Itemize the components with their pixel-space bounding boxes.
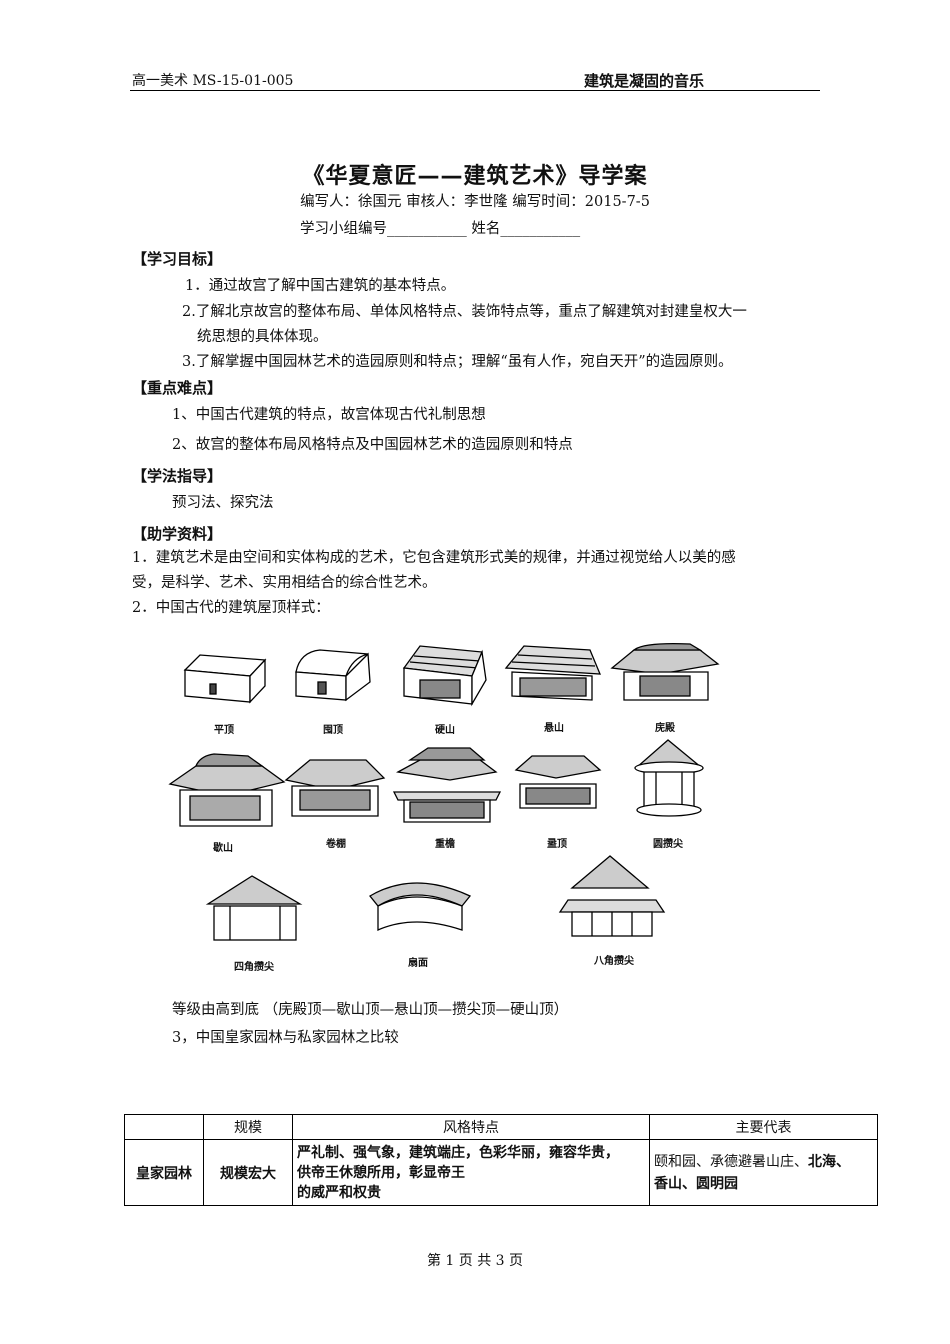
table-header-cell: 风格特点 — [292, 1114, 650, 1140]
key-point-2: 2、故宫的整体布局风格特点及中国园林艺术的造园原则和特点 — [172, 437, 573, 453]
caption-gable-hip: 歇山 — [213, 843, 233, 854]
page-title: 《华夏意匠——建筑艺术》导学案 — [302, 164, 648, 189]
style-line-1: 严礼制、强气象，建筑端庄，色彩华丽，雍容华贵， — [297, 1144, 619, 1161]
ref-1-line-1: 1．建筑艺术是由空间和实体构成的艺术，它包含建筑形式美的规律，并通过视觉给人以美… — [132, 550, 736, 566]
row-name: 皇家园林 — [124, 1139, 204, 1206]
rep-part-a: 颐和园、承德避暑山庄、 — [654, 1153, 808, 1170]
caption-round-pyramidal: 圆攒尖 — [653, 839, 683, 850]
flat-roof-drawing — [183, 654, 267, 704]
author-line: 编写人：徐国元 审核人：李世隆 编写时间：2015-7-5 — [300, 194, 650, 210]
header-motto: 建筑是凝固的音乐 — [584, 72, 705, 90]
ref-1-line-2: 受，是科学、艺术、实用相结合的综合性艺术。 — [132, 575, 437, 591]
barrel-roof-drawing — [295, 649, 371, 702]
header-rule — [130, 90, 820, 91]
table-header-cell — [124, 1114, 204, 1140]
caption-octagonal-pyramidal: 八角攒尖 — [594, 956, 634, 967]
overhanging-gable-roof-drawing — [504, 645, 602, 701]
gable-hip-roof-drawing — [168, 753, 286, 827]
section-ref-title: 【助学资料】 — [132, 525, 223, 543]
rep-part-b: 北海、 — [808, 1153, 850, 1170]
caption-round-ridge: 卷棚 — [326, 839, 346, 850]
ref-2: 2．中国古代的建筑屋顶样式： — [132, 600, 330, 616]
caption-hip-roof: 庑殿 — [655, 723, 675, 734]
section-key-title: 【重点难点】 — [132, 379, 223, 397]
caption-barrel-roof: 囤顶 — [323, 725, 343, 736]
section-goals-title: 【学习目标】 — [132, 250, 223, 268]
style-line-2: 供帝王休憩所用，彰显帝王 — [297, 1164, 465, 1181]
row-style: 严礼制、强气象，建筑端庄，色彩华丽，雍容华贵， 供帝王休憩所用，彰显帝王 的威严… — [292, 1139, 650, 1206]
octagonal-pyramidal-roof-drawing — [558, 855, 666, 937]
caption-square-pyramidal: 四角攒尖 — [234, 962, 274, 973]
section-method-title: 【学法指导】 — [132, 467, 223, 485]
page-footer: 第 1 页 共 3 页 — [426, 1253, 524, 1269]
round-ridge-roof-drawing — [284, 759, 386, 817]
caption-fan-shaped: 扇面 — [408, 958, 428, 969]
table-header-cell: 主要代表 — [649, 1114, 878, 1140]
fan-shaped-roof-drawing — [369, 882, 472, 931]
hip-roof-drawing — [610, 642, 720, 701]
group-name-line: 学习小组编号___________ 姓名___________ — [300, 221, 581, 237]
table-header-cell: 规模 — [203, 1114, 293, 1140]
caption-flat-roof: 平顶 — [214, 725, 234, 736]
double-eave-roof-drawing — [392, 747, 502, 823]
caption-hard-gable: 硬山 — [435, 725, 455, 736]
goal-1: 1．通过故宫了解中国古建筑的基本特点。 — [185, 278, 456, 294]
row-representatives: 颐和园、承德避暑山庄、北海、 香山、圆明园 — [649, 1139, 878, 1206]
goal-2-line-2: 统思想的具体体现。 — [197, 329, 328, 345]
garden-comparison-table: 规模 风格特点 主要代表 皇家园林 规模宏大 严礼制、强气象，建筑端庄，色彩华丽… — [124, 1114, 878, 1206]
square-pyramidal-roof-drawing — [205, 875, 303, 941]
truncated-hip-roof-drawing — [514, 755, 602, 809]
style-line-3: 的威严和权贵 — [297, 1184, 381, 1201]
method-text: 预习法、探究法 — [172, 495, 274, 511]
ref-3: 3，中国皇家园林与私家园林之比较 — [172, 1030, 399, 1046]
goal-2-line-1: 2.了解北京故宫的整体布局、单体风格特点、装饰特点等，重点了解建筑对封建皇权大一 — [182, 304, 747, 320]
rep-part-c: 香山、圆明园 — [654, 1175, 738, 1192]
table-row: 皇家园林 规模宏大 严礼制、强气象，建筑端庄，色彩华丽，雍容华贵， 供帝王休憩所… — [124, 1139, 878, 1206]
caption-double-eave: 重檐 — [435, 839, 455, 850]
table-header-row: 规模 风格特点 主要代表 — [124, 1114, 878, 1140]
goal-3: 3.了解掌握中国园林艺术的造园原则和特点；理解“虽有人作，宛自天开”的造园原则。 — [182, 354, 733, 370]
hard-gable-roof-drawing — [402, 645, 487, 707]
roof-rank-line: 等级由高到底 （庑殿顶—歇山顶—悬山顶—攒尖顶—硬山顶） — [172, 1002, 569, 1018]
caption-truncated-hip: 盝顶 — [547, 839, 567, 850]
row-scale: 规模宏大 — [203, 1139, 293, 1206]
header-doc-code: 高一美术 MS-15-01-005 — [132, 73, 294, 89]
round-pyramidal-roof-drawing — [634, 739, 704, 817]
roof-styles-illustration — [168, 642, 720, 941]
caption-overhanging-gable: 悬山 — [544, 723, 564, 734]
key-point-1: 1、中国古代建筑的特点，故宫体现古代礼制思想 — [172, 407, 486, 423]
